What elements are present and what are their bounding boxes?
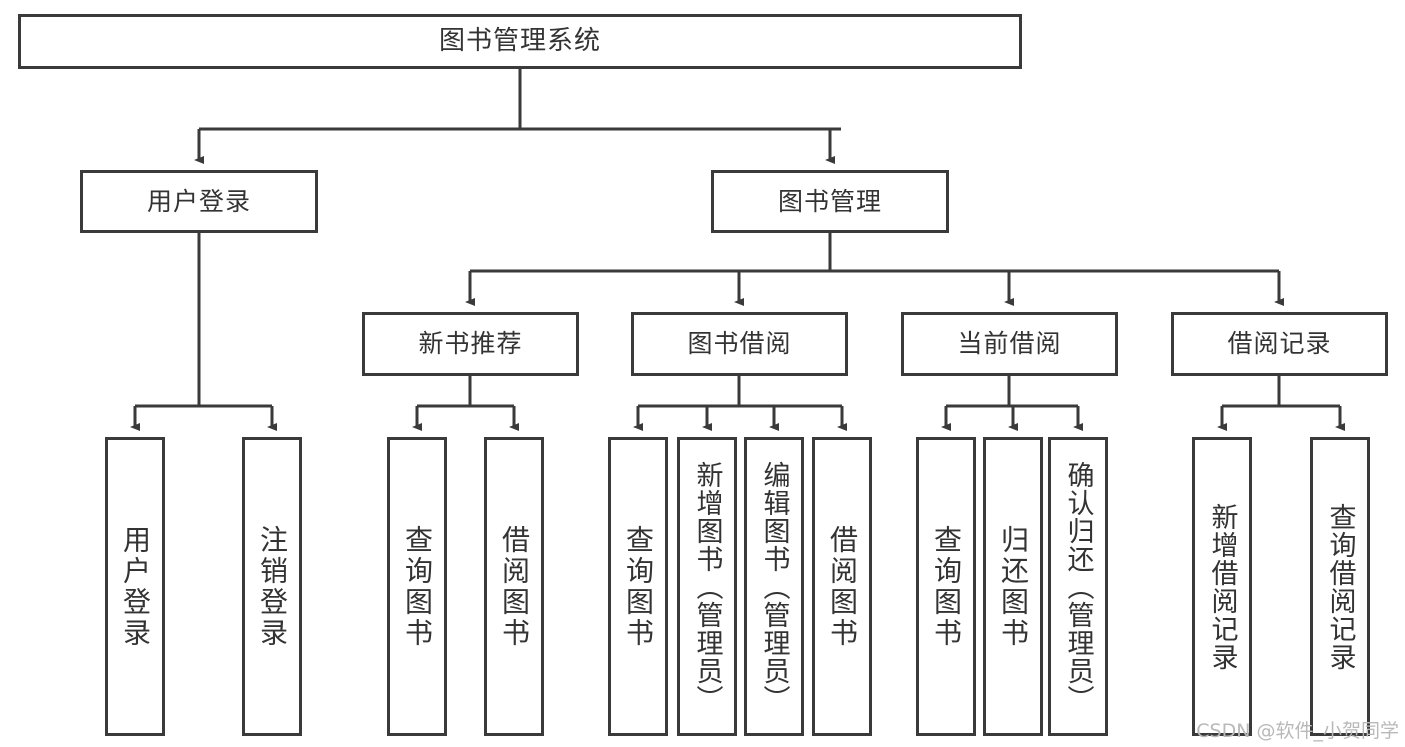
leaf-add-borrow-record-label: 新增借阅记录 [1206,502,1238,671]
node-root-system[interactable]: 图书管理系统 [18,14,1022,69]
leaf-query-books-recommend[interactable]: 查询图书 [387,437,447,736]
csdn-watermark: CSDN @软件_小贺同学 [1196,720,1399,742]
node-current-borrow-label: 当前借阅 [957,329,1062,359]
leaf-edit-book-admin[interactable]: 编辑图书（管理员） [744,437,804,736]
leaf-logout-label: 注销登录 [256,524,289,649]
node-user-login[interactable]: 用户登录 [80,170,318,233]
node-root-system-label: 图书管理系统 [438,26,601,57]
node-borrow-record-label: 借阅记录 [1227,329,1332,359]
node-user-login-label: 用户登录 [146,186,251,216]
leaf-return-books-label: 归还图书 [997,524,1030,649]
leaf-add-book-admin-label: 新增图书（管理员） [691,460,723,713]
leaf-confirm-return-admin[interactable]: 确认归还（管理员） [1048,437,1108,736]
node-book-management-label: 图书管理 [777,186,882,216]
node-book-borrow[interactable]: 图书借阅 [631,312,848,376]
leaf-user-login[interactable]: 用户登录 [105,437,165,736]
leaf-borrow-books[interactable]: 借阅图书 [812,437,872,736]
leaf-borrow-books-recommend[interactable]: 借阅图书 [484,437,544,736]
leaf-borrow-books-recommend-label: 借阅图书 [498,524,531,649]
leaf-confirm-return-admin-label: 确认归还（管理员） [1062,460,1094,713]
leaf-query-books-recommend-label: 查询图书 [401,524,434,649]
node-current-borrow[interactable]: 当前借阅 [901,312,1118,376]
node-new-book-recommend-label: 新书推荐 [418,329,523,359]
leaf-add-book-admin[interactable]: 新增图书（管理员） [677,437,737,736]
node-book-borrow-label: 图书借阅 [687,329,792,359]
leaf-borrow-books-label: 借阅图书 [826,524,859,649]
leaf-query-borrow-record[interactable]: 查询借阅记录 [1310,437,1370,736]
node-new-book-recommend[interactable]: 新书推荐 [362,312,579,376]
leaf-return-books[interactable]: 归还图书 [983,437,1043,736]
leaf-query-borrow-record-label: 查询借阅记录 [1324,502,1356,671]
leaf-query-books-borrow[interactable]: 查询图书 [608,437,668,736]
node-book-management[interactable]: 图书管理 [711,170,949,233]
leaf-query-books-current[interactable]: 查询图书 [916,437,976,736]
leaf-add-borrow-record[interactable]: 新增借阅记录 [1192,437,1252,736]
leaf-user-login-label: 用户登录 [119,524,152,649]
leaf-logout[interactable]: 注销登录 [242,437,302,736]
leaf-query-books-borrow-label: 查询图书 [622,524,655,649]
node-borrow-record[interactable]: 借阅记录 [1171,312,1388,376]
leaf-query-books-current-label: 查询图书 [930,524,963,649]
leaf-edit-book-admin-label: 编辑图书（管理员） [758,460,790,713]
